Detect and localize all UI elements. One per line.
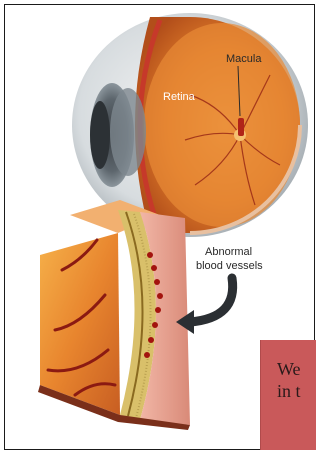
abnormal-label-line1: Abnormal (205, 246, 252, 258)
abnormal-label-line2: blood vessels (196, 260, 263, 272)
caption-line-1: We (277, 358, 316, 380)
retina-label: Retina (163, 91, 196, 103)
retina-cross-section (38, 200, 190, 430)
caption-line-2: in t (277, 380, 316, 402)
eyeball (72, 13, 308, 237)
caption-overlay: We in t (260, 340, 316, 450)
macula-label: Macula (226, 53, 262, 65)
